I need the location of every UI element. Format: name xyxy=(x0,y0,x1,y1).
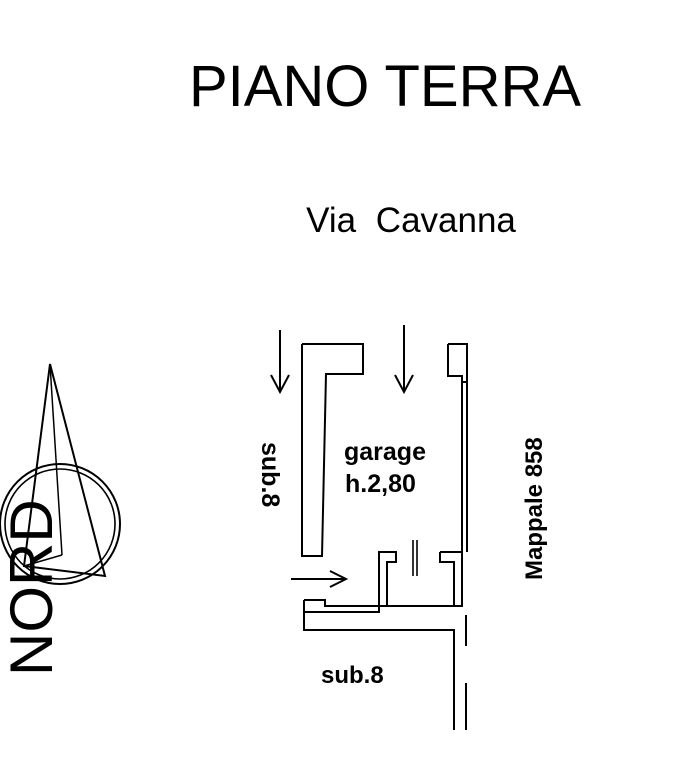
neighbour-parcel-label: Mappale 858 xyxy=(521,437,548,580)
north-arrow-icon xyxy=(0,363,121,585)
page-title: PIANO TERRA xyxy=(188,54,582,119)
sub-left-label: sub.8 xyxy=(256,442,284,507)
entry-arrow-side-icon xyxy=(291,570,349,588)
garage-height-label: h.2,80 xyxy=(345,470,416,498)
garage-label: garage xyxy=(344,438,426,466)
street-name: Via Cavanna xyxy=(306,201,516,240)
sub-bottom-label: sub.8 xyxy=(321,662,384,689)
garage-walls xyxy=(301,343,468,613)
sub8-walls xyxy=(303,612,467,730)
north-label: NORD xyxy=(0,499,65,676)
entry-arrow-garage-icon xyxy=(394,325,414,395)
entry-arrow-left-icon xyxy=(270,330,290,395)
